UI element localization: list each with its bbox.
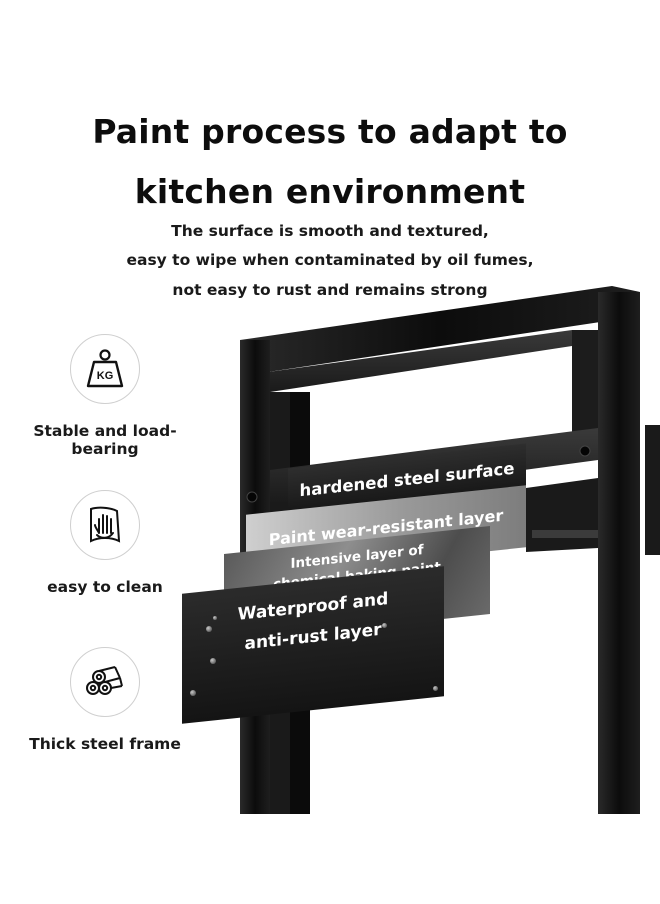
description-line-1: The surface is smooth and textured, bbox=[171, 222, 489, 240]
wiping-hand-icon bbox=[90, 506, 121, 543]
feature-label-easy-clean: easy to clean bbox=[47, 578, 163, 596]
layer-waterproof-anti-rust: Waterproof and anti-rust layer bbox=[182, 566, 444, 724]
feature-icon-circle bbox=[70, 490, 140, 560]
description-line-3: not easy to rust and remains strong bbox=[172, 281, 488, 299]
water-droplet bbox=[206, 626, 212, 632]
title-line-2: kitchen environment bbox=[134, 172, 526, 211]
title-line-1: Paint process to adapt to bbox=[92, 112, 568, 151]
water-droplet bbox=[213, 616, 217, 620]
feature-easy-clean: easy to clean bbox=[0, 490, 210, 596]
feature-icon-circle: KG bbox=[70, 334, 140, 404]
feature-thick-steel-frame: Thick steel frame bbox=[0, 647, 210, 753]
feature-label-steel-frame: Thick steel frame bbox=[29, 735, 181, 753]
water-droplet bbox=[382, 623, 387, 628]
feature-label-load-bearing: Stable and load-bearing bbox=[33, 422, 177, 458]
water-droplet bbox=[433, 686, 438, 691]
water-droplet bbox=[210, 658, 216, 664]
steel-pipes-icon bbox=[86, 666, 123, 695]
description-line-2: easy to wipe when contaminated by oil fu… bbox=[126, 251, 534, 269]
feature-icon-circle bbox=[70, 647, 140, 717]
weight-kg-icon: KG bbox=[86, 349, 124, 388]
kg-text: KG bbox=[97, 370, 114, 382]
feature-load-bearing: KG Stable and load-bearing bbox=[0, 334, 210, 458]
water-droplet bbox=[190, 690, 196, 696]
